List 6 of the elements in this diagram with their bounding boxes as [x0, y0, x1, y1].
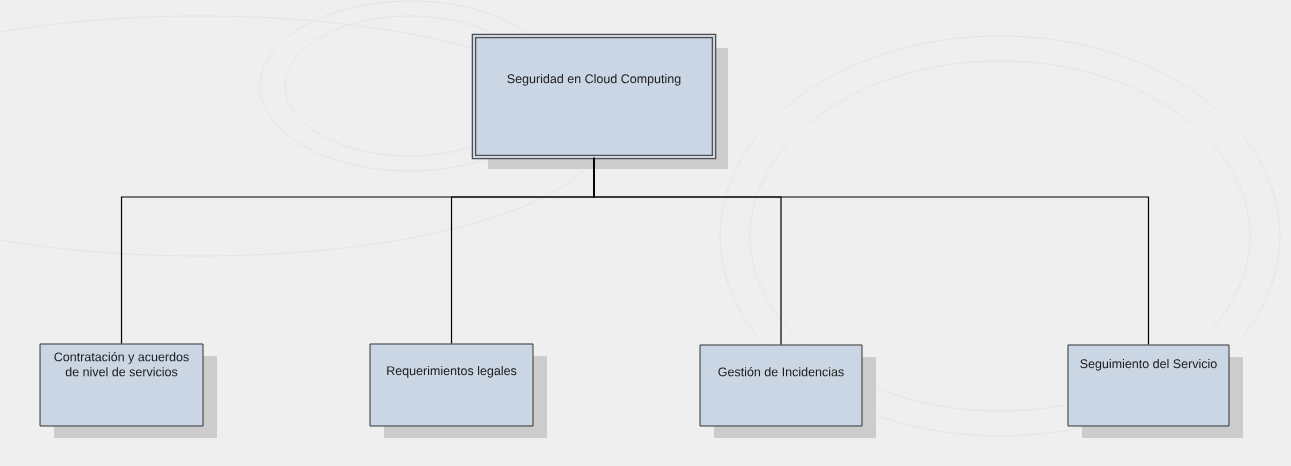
process-box: Seguridad en Cloud Computing — [471, 33, 728, 169]
process-box: Gestión de Incidencias — [699, 344, 876, 438]
connector-line — [593, 157, 1150, 346]
process-box: Seguimiento del Servicio — [1067, 344, 1243, 438]
process-box: Requerimientos legales — [369, 343, 547, 438]
process-box: Contratación y acuerdos de nivel de servicios — [39, 343, 217, 438]
